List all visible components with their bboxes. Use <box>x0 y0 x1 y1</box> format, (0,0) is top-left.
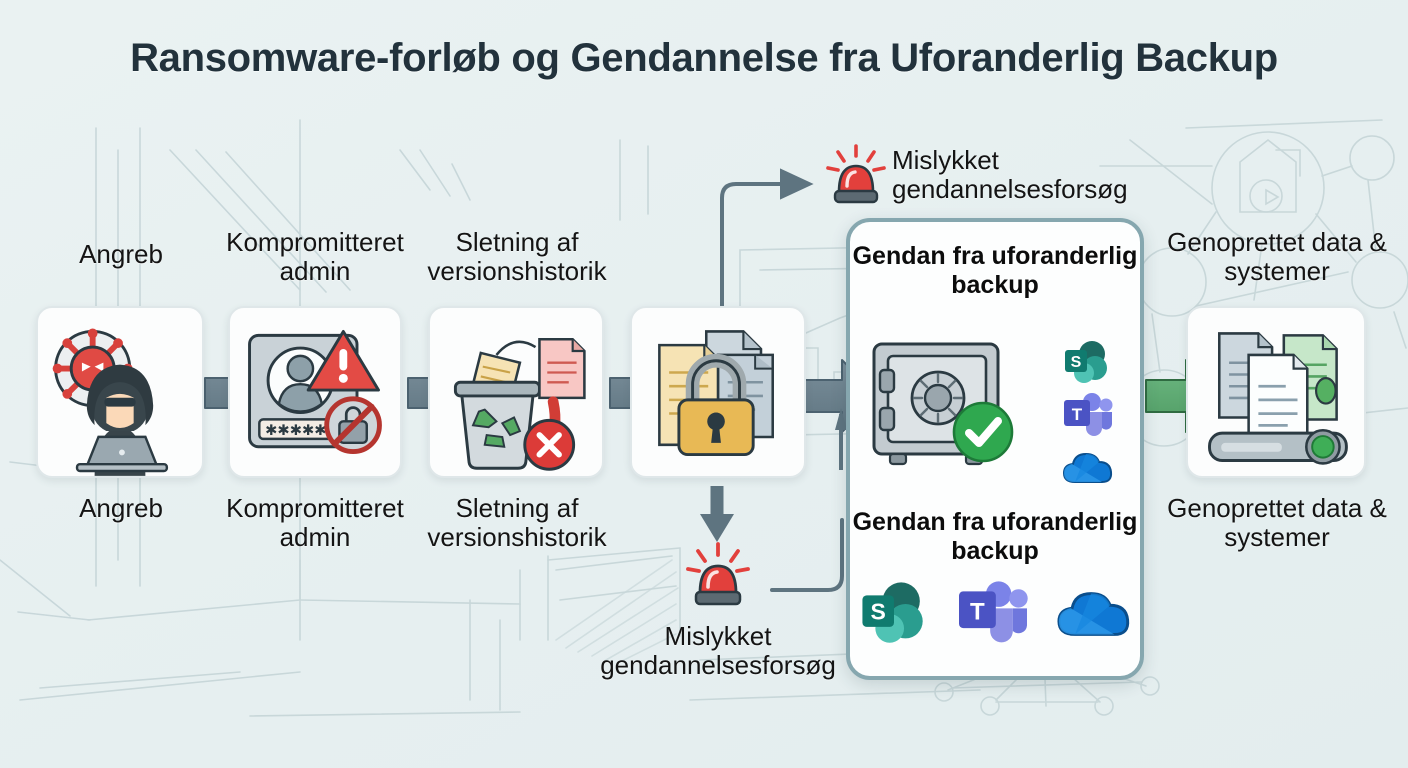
alert-label-bottom: Mislykket gendannelsesforsøg <box>600 621 836 681</box>
result-label-bottom: Genoprettet data & systemer <box>1167 493 1387 553</box>
alert-label-top: Mislykket gendannelsesforsøg <box>892 145 1128 205</box>
step-label-top-sletning: Sletning af versionshistorik <box>427 227 607 287</box>
page-title: Ransomware-forløb og Gendannelse fra Ufo… <box>130 36 1278 80</box>
compromised-admin-icon: ✱✱✱✱✱ <box>248 329 382 455</box>
recycle-bin-delete-icon <box>453 338 586 471</box>
teams-icon: T <box>1064 393 1113 436</box>
svg-text:✱✱✱✱✱: ✱✱✱✱✱ <box>265 422 326 439</box>
step-card-kryptering[interactable] <box>630 306 806 478</box>
alert-siren-bottom <box>686 542 750 608</box>
panel-target-teams[interactable]: T <box>1062 392 1114 445</box>
panel-app-icons: S T <box>850 580 1140 648</box>
locked-documents-icon <box>658 330 774 457</box>
onedrive-icon[interactable] <box>1056 587 1132 641</box>
step-card-kompromitteret-admin[interactable]: ✱✱✱✱✱ <box>228 306 402 478</box>
step-label-bottom-angreb: Angreb <box>79 493 163 523</box>
step-label-bottom-sletning: Sletning af versionshistorik <box>427 493 607 553</box>
step-label-bottom-kompromitteret-admin: Kompromitteret admin <box>226 493 404 553</box>
teams-icon[interactable]: T <box>956 580 1030 648</box>
step-label-top-kompromitteret-admin: Kompromitteret admin <box>226 227 404 287</box>
svg-text:S: S <box>1071 354 1082 371</box>
result-card[interactable] <box>1186 306 1366 478</box>
alarm-siren-icon <box>686 542 750 606</box>
recovery-panel-title: Gendan fra uforanderlig backup <box>852 242 1138 299</box>
svg-text:S: S <box>871 599 886 625</box>
recovery-panel[interactable]: Gendan fra uforanderlig backup <box>846 218 1144 680</box>
step-card-sletning[interactable] <box>428 306 604 478</box>
svg-text:T: T <box>1072 405 1083 424</box>
panel-target-onedrive[interactable] <box>1062 450 1114 491</box>
safe-vault-check-icon <box>872 342 1014 466</box>
alarm-siren-icon <box>826 144 886 204</box>
sharepoint-icon: S <box>1065 341 1107 383</box>
connector-alert-to-panel <box>770 518 844 592</box>
step-label-top-angreb: Angreb <box>79 239 163 269</box>
alert-siren-top <box>826 144 886 206</box>
panel-target-sharepoint[interactable]: S <box>1062 340 1112 391</box>
svg-text:T: T <box>970 599 985 626</box>
recovery-panel-subtitle: Gendan fra uforanderlig backup <box>852 508 1138 565</box>
connector-to-bottom-alert <box>700 486 734 542</box>
sharepoint-icon[interactable]: S <box>858 581 930 647</box>
step-card-angreb[interactable] <box>36 306 204 478</box>
restored-data-server-icon <box>1208 332 1348 465</box>
onedrive-icon <box>1062 452 1113 483</box>
result-label-top: Genoprettet data & systemer <box>1167 227 1387 287</box>
hacker-virus-icon <box>52 328 169 476</box>
